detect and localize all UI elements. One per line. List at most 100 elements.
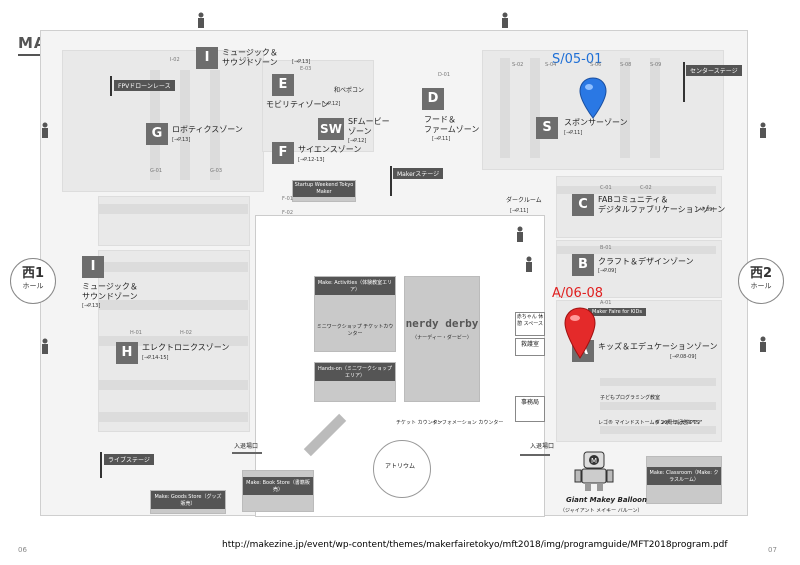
booth-code: G-03 bbox=[210, 168, 223, 174]
entrance-left-label: 入退場口 bbox=[234, 443, 259, 450]
make-activities-area: Make: Activities（体験教室エリア） ミニワークショップ チケット… bbox=[314, 276, 396, 352]
makey-robot-icon: M bbox=[572, 448, 616, 492]
classroom-area: Make: Classroom（Make: クラスルーム） bbox=[646, 456, 722, 504]
booth-code: H-02 bbox=[180, 330, 192, 336]
booth-row bbox=[556, 186, 716, 194]
booth-row bbox=[98, 262, 248, 272]
zone-h-name: エレクトロニクスゾーン bbox=[142, 343, 230, 352]
hall-number: 西2 bbox=[749, 266, 773, 281]
zone-h-ref: [→P.14-15] bbox=[142, 355, 169, 361]
booth-code: I-02 bbox=[170, 57, 180, 63]
zone-c-ref: [→P.09] bbox=[696, 207, 715, 213]
maker-stage-label: Makerステージ bbox=[393, 168, 444, 179]
zone-d-name1: フード＆ bbox=[424, 115, 456, 124]
zone-d-ref: [→P.11] bbox=[432, 136, 451, 142]
book-store-area: Make: Book Store（書籍販売） bbox=[242, 470, 314, 512]
medical-room: 救護室 bbox=[515, 338, 545, 356]
hall-label: ホール bbox=[22, 282, 44, 290]
zone-s-ref: [→P.11] bbox=[564, 130, 583, 136]
zone-s-name: スポンサーゾーン bbox=[564, 118, 628, 127]
zone-g-marker: G bbox=[146, 123, 168, 145]
restroom-icon bbox=[502, 12, 508, 28]
baby-space: 赤ちゃん 休憩 スペース bbox=[515, 312, 545, 336]
workshop-counter-label: ミニワークショップ チケットカウンター bbox=[316, 324, 394, 337]
svg-text:M: M bbox=[591, 457, 597, 465]
zone-i-left-ref: [→P.13] bbox=[82, 303, 101, 309]
lego-label: レゴ® マインドストーム® 20周年記念エリア bbox=[598, 420, 703, 426]
page-number-right: 07 bbox=[768, 546, 777, 554]
zone-d-name2: ファームゾーン bbox=[424, 125, 480, 134]
booth-row bbox=[500, 58, 510, 158]
booth-row bbox=[98, 204, 248, 214]
restroom-icon bbox=[517, 226, 523, 242]
zone-i-left-marker: I bbox=[82, 256, 104, 278]
zone-i-top-marker: I bbox=[196, 47, 218, 69]
blue-location-pin-icon[interactable] bbox=[578, 76, 608, 124]
booth-row bbox=[98, 300, 248, 310]
zone-f-marker: F bbox=[272, 142, 294, 164]
center-stage-label: センターステージ bbox=[686, 65, 742, 76]
zone-c-name1: FABコミュニティ＆ bbox=[598, 195, 669, 204]
title-underline bbox=[18, 54, 56, 56]
programming-label: 子どもプログラミング教室 bbox=[600, 395, 661, 401]
zone-f-name: サイエンスゾーン bbox=[298, 145, 362, 154]
fpv-flag bbox=[110, 76, 112, 96]
wa-pocon-label: 和ベポコン bbox=[334, 87, 365, 94]
sponsor-pin-label: S/05-01 bbox=[552, 52, 603, 67]
source-url[interactable]: http://makezine.jp/event/wp-content/them… bbox=[222, 540, 728, 550]
zone-a-name: キッズ＆エデュケーションゾーン bbox=[598, 342, 718, 351]
classroom-label: Make: Classroom（Make: クラスルーム） bbox=[647, 467, 721, 485]
zone-g-name: ロボティクスゾーン bbox=[172, 125, 243, 134]
booth-row bbox=[210, 70, 220, 180]
live-stage-flag bbox=[100, 452, 102, 478]
booth-code: I-01 bbox=[240, 57, 250, 63]
atrium-label: アトリウム bbox=[385, 463, 416, 470]
nerdy-derby-logo: nerdy derby bbox=[405, 317, 479, 330]
live-stage-label: ライブステージ bbox=[104, 454, 154, 465]
zone-sw-name2: ゾーン bbox=[348, 127, 372, 136]
startup-label: Startup Weekend Tokyo Maker bbox=[293, 181, 355, 197]
zone-e-ref: [→P.12] bbox=[322, 101, 341, 107]
booth-row bbox=[98, 380, 248, 390]
balloon-kana: （ジャイアント メイキー バルーン） bbox=[560, 508, 643, 514]
booth-code: A-01 bbox=[600, 300, 612, 306]
booth-code: S-08 bbox=[620, 62, 632, 68]
booth-code: S-02 bbox=[512, 62, 524, 68]
booth-code: H-01 bbox=[130, 330, 142, 336]
nerdy-derby-area: nerdy derby （ナーディー・ダービー） bbox=[404, 276, 480, 402]
hands-on-label: Hands-on（ミニワークショップエリア） bbox=[315, 363, 395, 381]
zone-f-ref: [→P.12-13] bbox=[298, 157, 325, 163]
zone-i-left-name1: ミュージック＆ bbox=[82, 282, 138, 291]
booth-code: S-06 bbox=[590, 62, 602, 68]
fpv-label: FPVドローンレース bbox=[114, 80, 175, 91]
booth-code: D-01 bbox=[438, 72, 451, 78]
booth-code: F-02 bbox=[282, 210, 294, 216]
booth-row bbox=[180, 70, 190, 180]
restroom-icon bbox=[42, 122, 48, 138]
restroom-icon bbox=[42, 338, 48, 354]
ticket-counter-label: チケット カウンター bbox=[396, 420, 443, 426]
zone-b-ref: [→P.09] bbox=[598, 268, 617, 274]
kids-fair-label: Maker Faire for KIDs bbox=[588, 308, 646, 316]
booth-row bbox=[98, 336, 248, 346]
booth-code: B-01 bbox=[600, 245, 612, 251]
activities-label: Make: Activities（体験教室エリア） bbox=[315, 277, 395, 295]
red-location-pin-icon[interactable] bbox=[563, 306, 597, 364]
kids-pin-label: A/06-08 bbox=[552, 286, 604, 301]
zone-b-name: クラフト＆デザインゾーン bbox=[598, 257, 694, 266]
booth-code: C-02 bbox=[640, 185, 652, 191]
zone-s-marker: S bbox=[536, 117, 558, 139]
balloon-label: Giant Makey Balloon bbox=[566, 496, 647, 504]
booth-row bbox=[530, 58, 540, 158]
booth-row bbox=[620, 58, 630, 158]
booth-code: G-01 bbox=[150, 168, 163, 174]
zone-a-ref: [→P.08-09] bbox=[670, 354, 697, 360]
entrance-right-label: 入退場口 bbox=[530, 443, 555, 450]
zone-d-marker: D bbox=[422, 88, 444, 110]
booth-block-left-top bbox=[62, 50, 264, 192]
zone-sw-name1: SFムービー bbox=[348, 117, 390, 126]
page-number-left: 06 bbox=[18, 546, 27, 554]
zone-sw-ref: [→P.12] bbox=[348, 138, 367, 144]
booth-code: S-09 bbox=[650, 62, 662, 68]
booth-row bbox=[98, 412, 248, 422]
